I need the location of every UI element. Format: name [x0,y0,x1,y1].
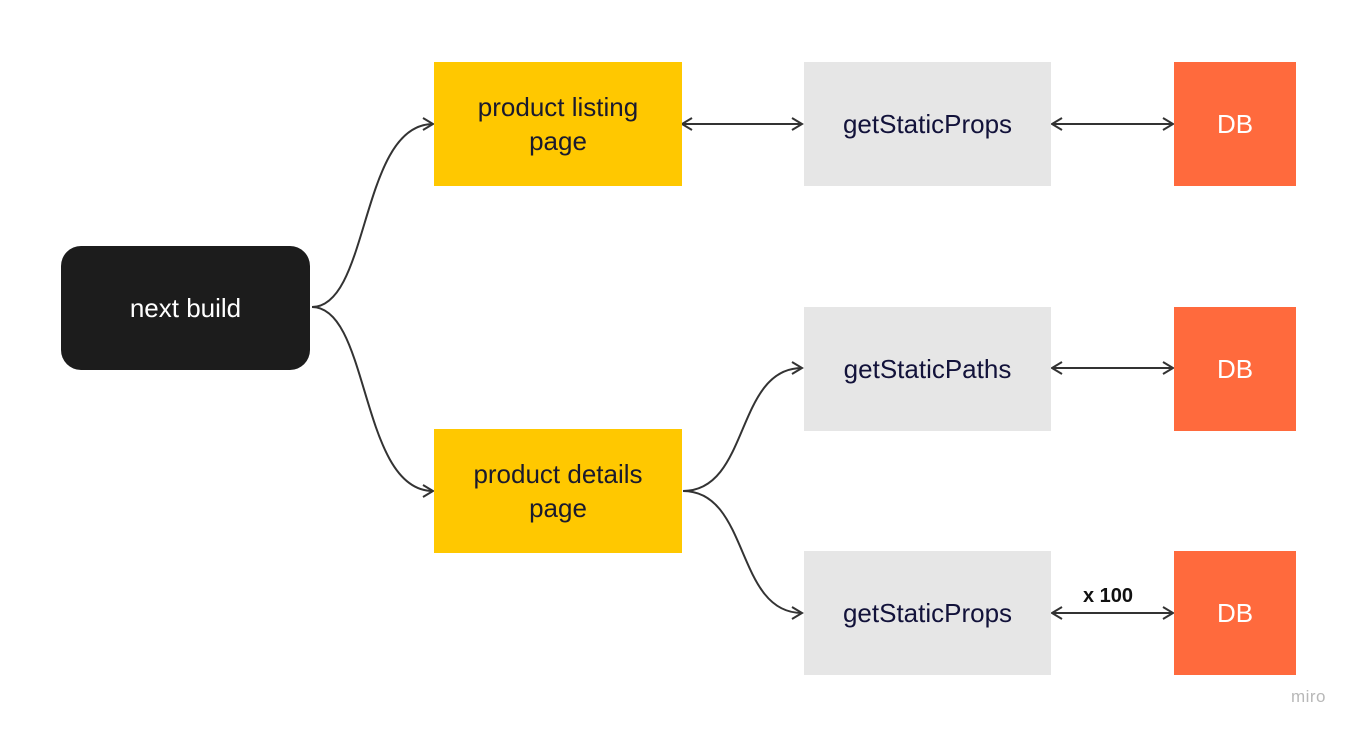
db-node-1[interactable]: DB [1174,62,1296,186]
db-node-3[interactable]: DB [1174,551,1296,675]
db-node-2[interactable]: DB [1174,307,1296,431]
edge-details-to-props [682,490,804,620]
get-static-props-node-listing[interactable]: getStaticProps [804,62,1051,186]
miro-watermark: miro [1290,687,1326,706]
get-static-props-node-details[interactable]: getStaticProps [804,551,1051,675]
product-listing-page-node[interactable]: product listing page [434,62,682,186]
edge-build-to-details [311,306,435,498]
product-details-page-node[interactable]: product details page [434,429,682,553]
multiplier-label: x 100 [1083,585,1134,607]
edge-details-to-paths [682,361,804,492]
get-static-paths-node[interactable]: getStaticPaths [804,307,1051,431]
edge-build-to-listing [311,117,435,308]
next-build-node[interactable]: next build [61,246,310,370]
